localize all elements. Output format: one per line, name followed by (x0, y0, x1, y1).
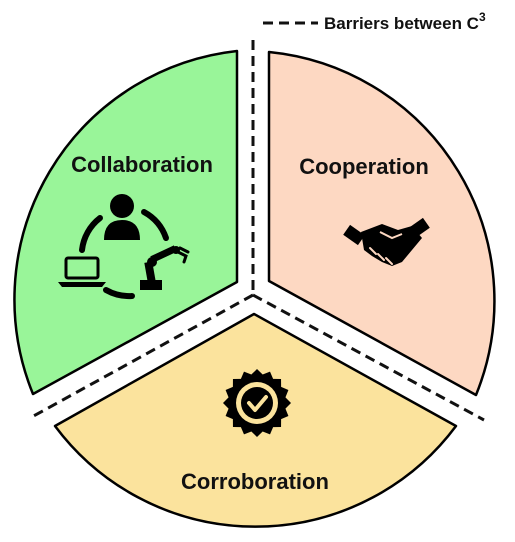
cooperation-segment (267, 50, 496, 397)
legend-label: Barriers between C (324, 14, 479, 33)
legend-superscript: 3 (479, 10, 486, 24)
verified-badge-icon (223, 369, 291, 437)
human-robot-computer-collaboration-icon (58, 194, 190, 300)
collaboration-label: Collaboration (71, 152, 213, 177)
barrier-lines (29, 40, 485, 422)
barrier-line-left (29, 293, 254, 420)
handshake-icon (343, 217, 430, 266)
cooperation-label: Cooperation (299, 154, 429, 179)
barrier-line-right (252, 293, 485, 422)
corroboration-label: Corroboration (181, 469, 329, 494)
legend: Barriers between C3 (263, 10, 486, 33)
legend-text: Barriers between C3 (324, 10, 486, 33)
